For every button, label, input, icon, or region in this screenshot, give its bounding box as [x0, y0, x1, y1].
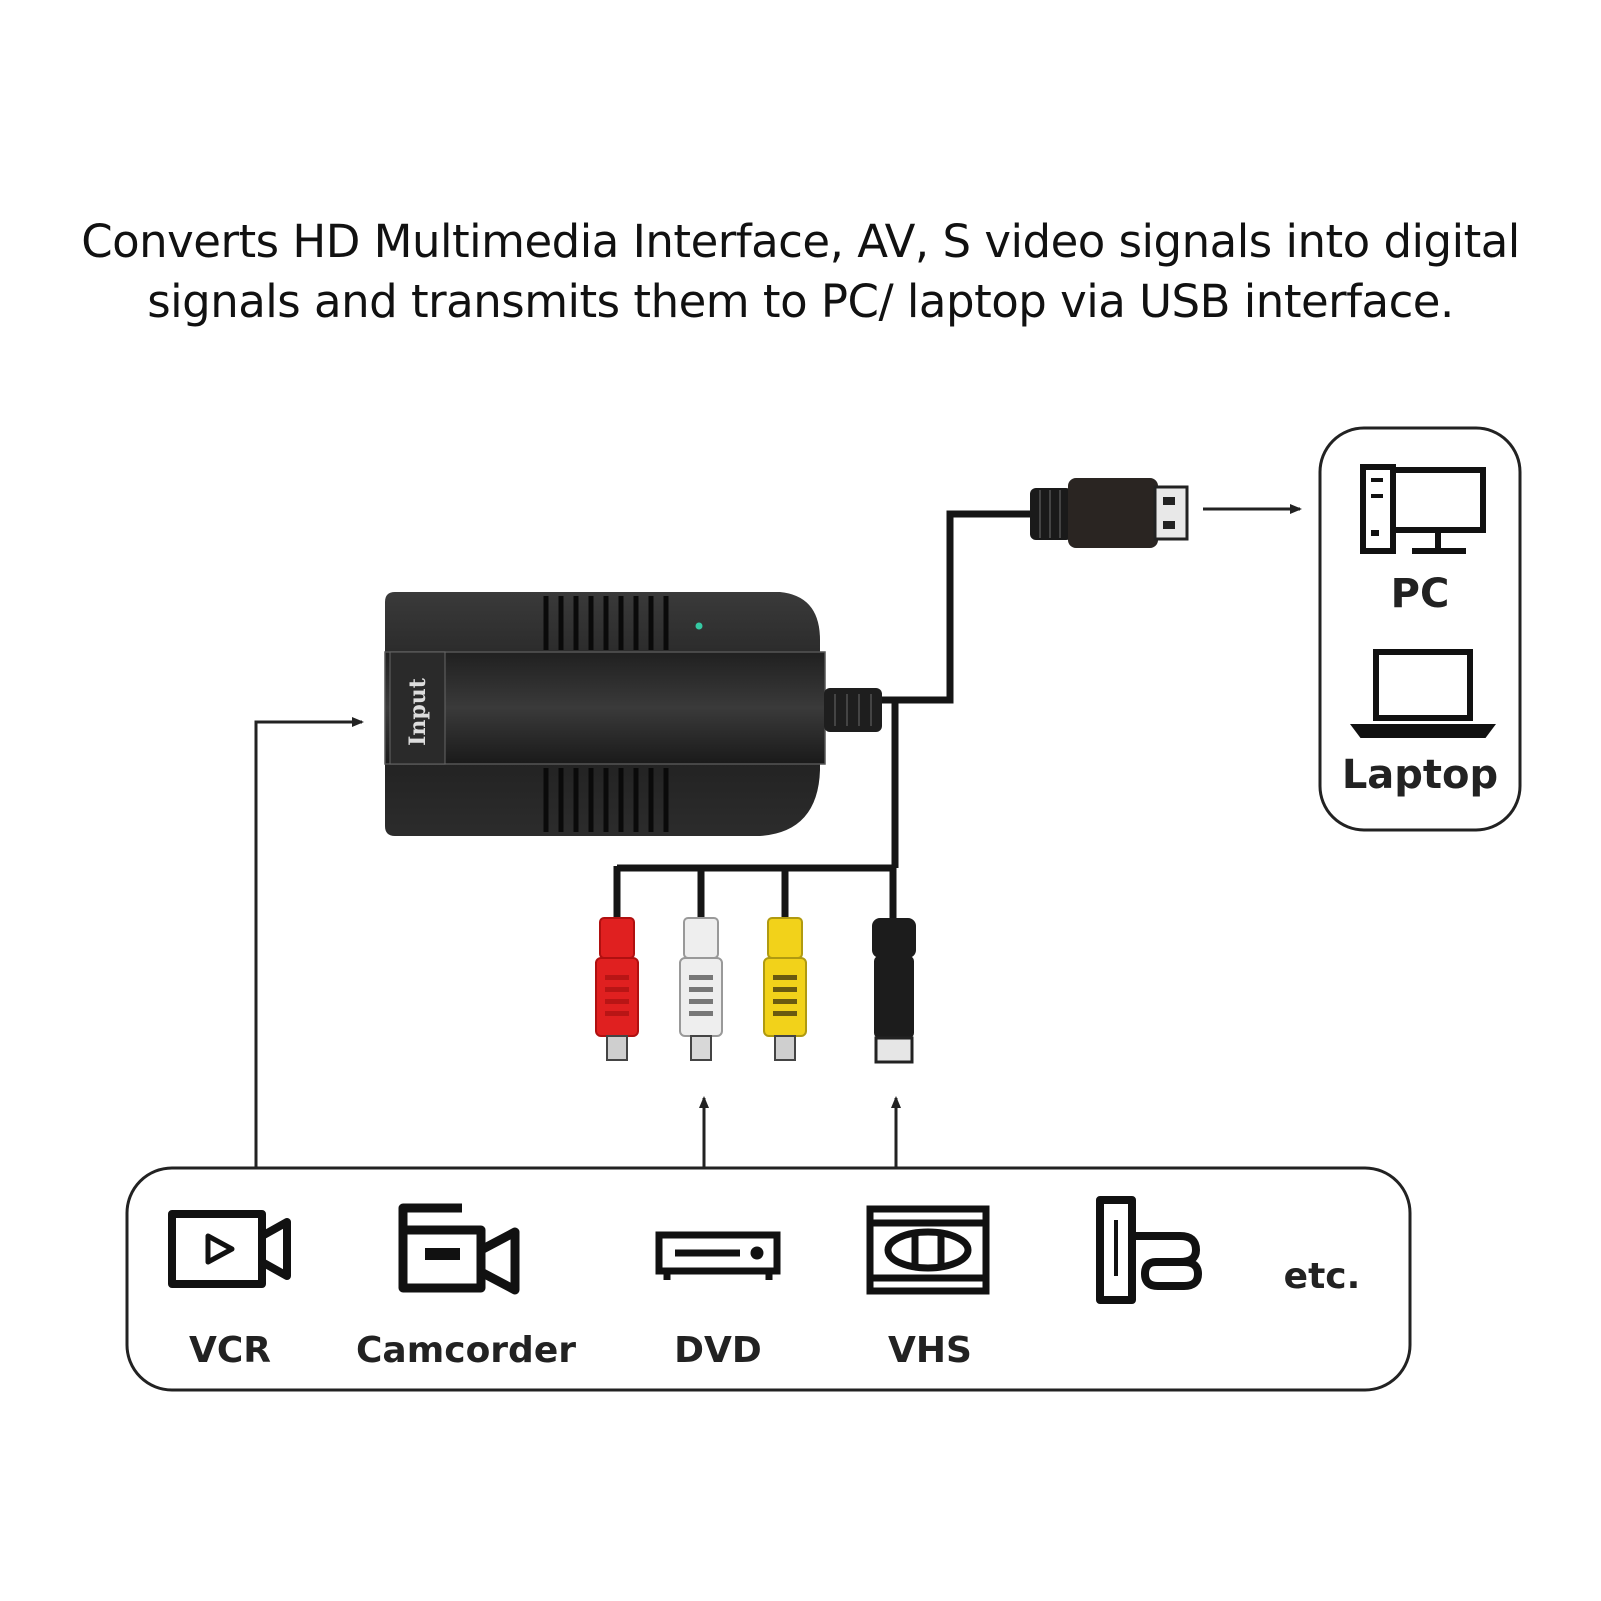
vhs-tape-icon [866, 1205, 990, 1295]
headline: Converts HD Multimedia Interface, AV, S … [40, 212, 1561, 332]
input-port-label: Input [405, 677, 431, 746]
video-camera-icon [168, 1210, 291, 1288]
white-rca-plug [679, 917, 723, 1061]
camcorder-icon [398, 1203, 520, 1295]
etc-label: etc. [1284, 1256, 1361, 1297]
arrows [254, 504, 1302, 1168]
usb-plug [1030, 478, 1189, 548]
headline-line-2: signals and transmits them to PC/ laptop… [147, 275, 1454, 328]
vcr-label: VCR [189, 1330, 271, 1371]
status-led [695, 622, 703, 630]
vent-slots-bottom [543, 768, 669, 832]
usb-cable [845, 510, 1030, 704]
output-devices-box: PC Laptop [1318, 426, 1522, 832]
capture-device: Input [384, 592, 882, 836]
input-panel [389, 651, 446, 765]
red-rca-plug [595, 917, 639, 1061]
laptop-label: Laptop [1342, 752, 1498, 798]
laptop-icon [1350, 649, 1496, 738]
headline-line-1: Converts HD Multimedia Interface, AV, S … [81, 215, 1520, 268]
pc-label: PC [1391, 571, 1450, 617]
cables [613, 510, 1030, 918]
camcorder-label: Camcorder [356, 1330, 576, 1371]
s-video-plug [872, 918, 916, 1064]
dvd-label: DVD [674, 1330, 762, 1371]
game-console-icon [1096, 1196, 1202, 1304]
arrow-to-input [254, 717, 364, 1168]
yellow-rca-plug [763, 917, 807, 1061]
strain-relief [824, 688, 882, 732]
dvd-player-icon [655, 1231, 781, 1280]
desktop-pc-icon [1360, 464, 1486, 554]
vent-slots-top [543, 596, 669, 650]
vhs-label: VHS [888, 1330, 972, 1371]
source-devices-box: VCR Camcorder DVD VHS [125, 1166, 1412, 1392]
